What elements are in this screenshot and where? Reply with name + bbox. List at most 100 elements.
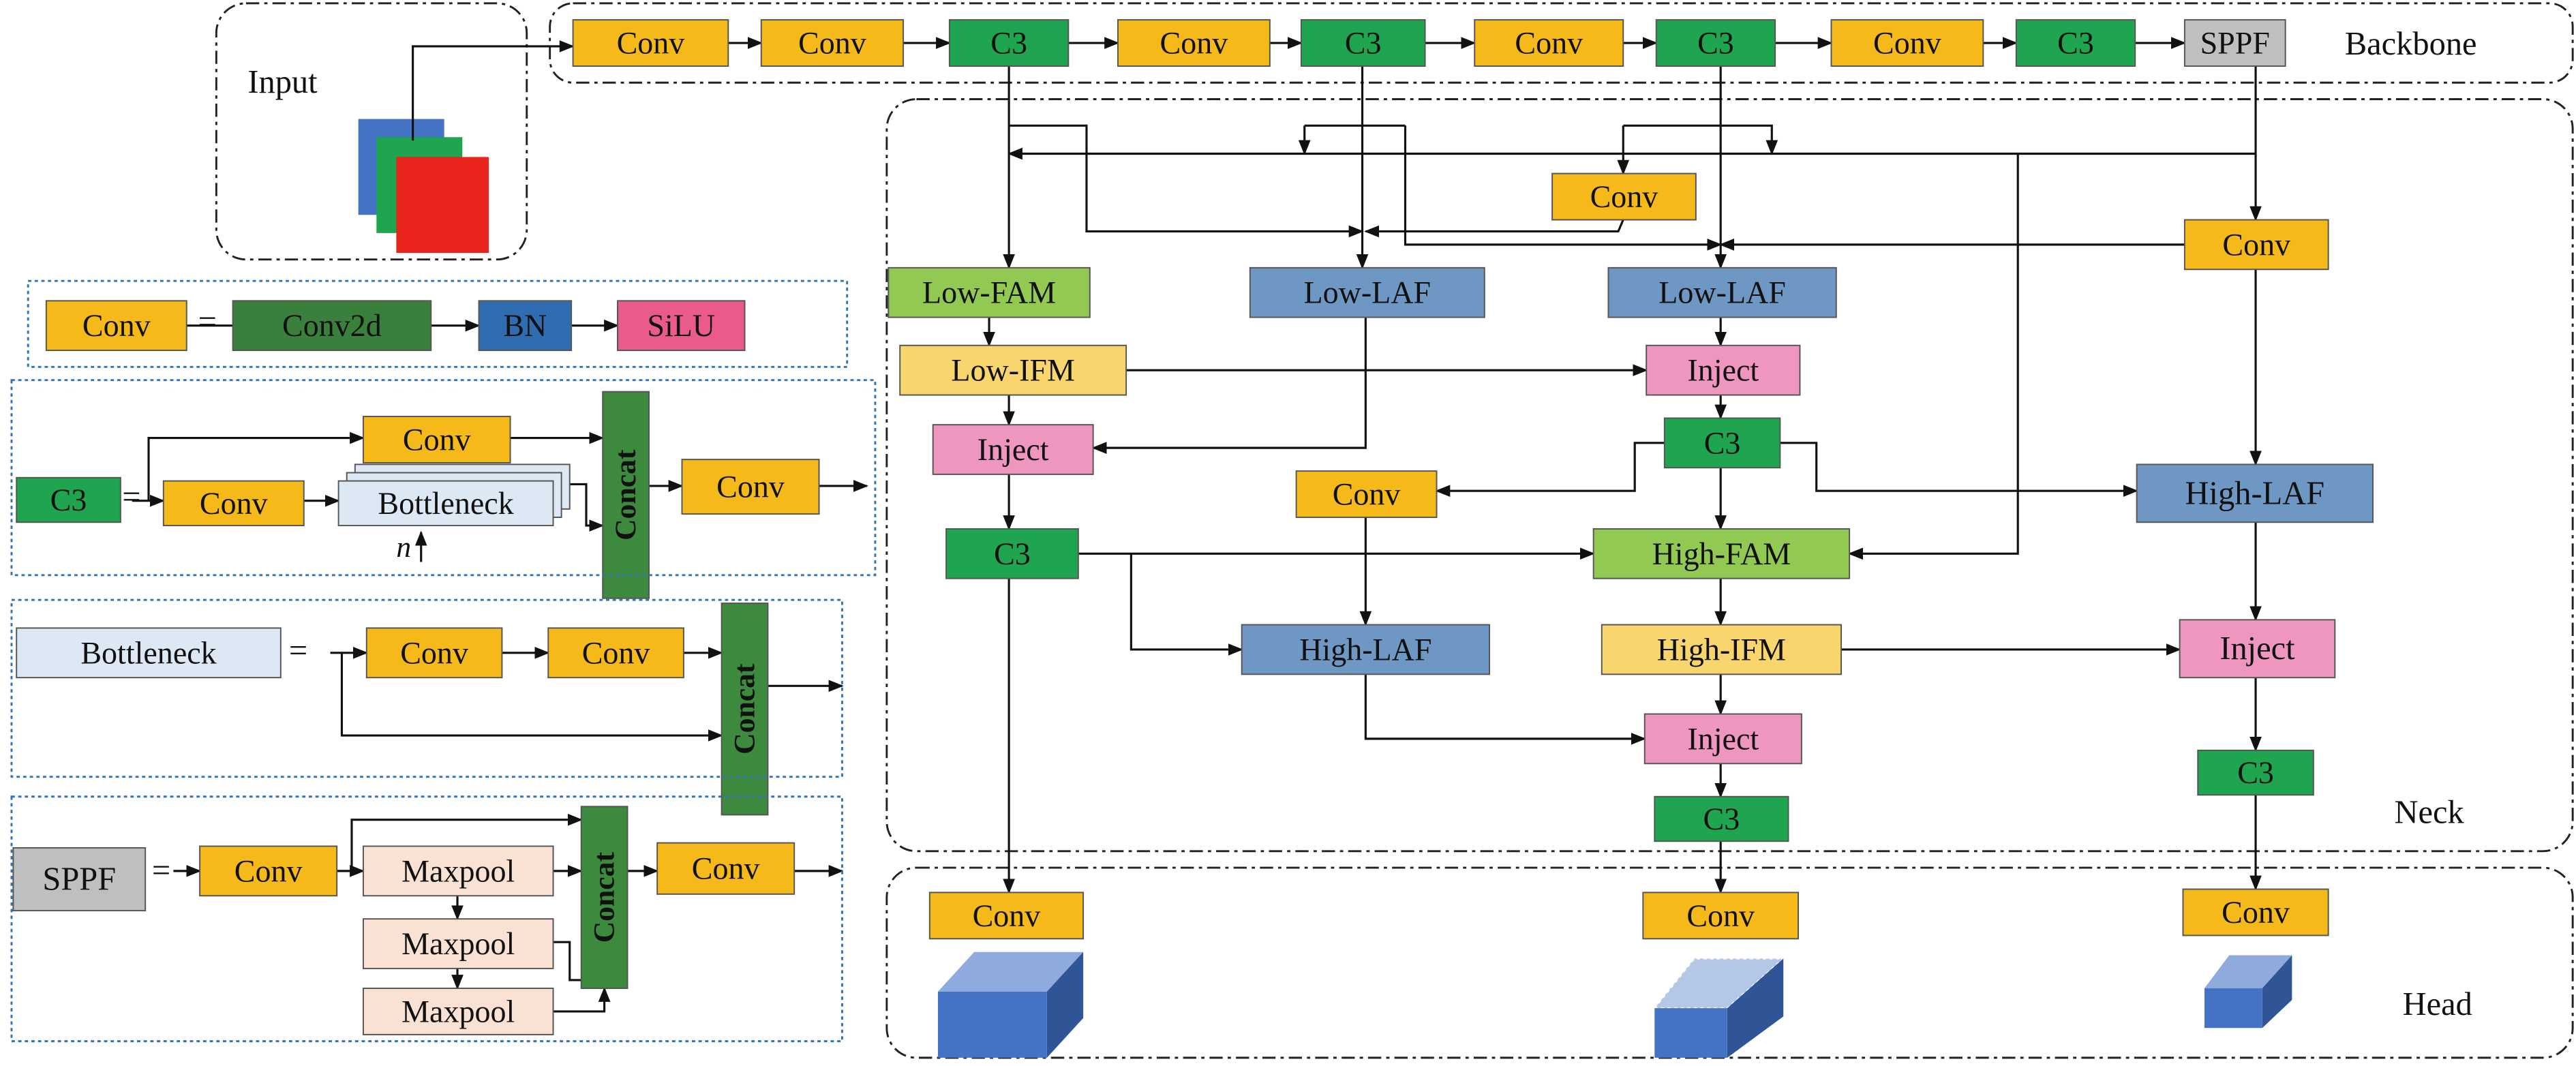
legend-sppf-conv-out-box bbox=[656, 842, 795, 895]
backbone-c3-3-label: C3 bbox=[1697, 26, 1734, 61]
backbone-conv-5-label: Conv bbox=[1873, 26, 1942, 61]
neck-c3-1-box bbox=[945, 528, 1079, 579]
neck-c3-2-box bbox=[1663, 417, 1781, 469]
legend-c3-conv-b-box bbox=[362, 416, 511, 463]
low-laf-2-label: Low-LAF bbox=[1658, 275, 1786, 310]
head-conv-1: Conv bbox=[928, 892, 1085, 940]
legend-maxpool-2: Maxpool bbox=[362, 918, 554, 969]
legend-c3-label: C3 bbox=[50, 483, 87, 517]
neck-conv-right-box bbox=[2183, 219, 2329, 271]
input-label: Input bbox=[247, 64, 318, 100]
inject-4-box bbox=[2179, 619, 2336, 679]
connector-arrow-20 bbox=[1623, 124, 1778, 155]
inject-2-box bbox=[1646, 344, 1801, 396]
legend-sppf-concat: Concat bbox=[580, 806, 628, 990]
legend-silu-box bbox=[617, 300, 746, 352]
neck-c3-4: C3 bbox=[2197, 749, 2314, 796]
backbone-conv-3: Conv bbox=[1117, 19, 1271, 67]
low-ifm: Low-IFM bbox=[899, 344, 1127, 396]
connector-arrow-39 bbox=[1780, 442, 2138, 497]
legend-maxpool-2-box bbox=[362, 918, 554, 969]
backbone-conv-2: Conv bbox=[760, 19, 905, 67]
legend-maxpool-3: Maxpool bbox=[362, 988, 554, 1035]
backbone-sppf-box bbox=[2183, 19, 2286, 67]
backbone-c3-3-box bbox=[1655, 19, 1776, 67]
input-red-channel bbox=[396, 157, 489, 253]
backbone-conv-5-box bbox=[1830, 19, 1984, 67]
legend-maxpool-1-box bbox=[362, 845, 554, 897]
legend-c3-bottleneck-box bbox=[337, 480, 554, 527]
low-fam: Low-FAM bbox=[888, 266, 1091, 318]
legend-bottleneck-concat-box bbox=[721, 603, 769, 816]
legend-conv-label: Conv bbox=[82, 308, 151, 343]
head-label: Head bbox=[2403, 986, 2472, 1022]
legend-silu-label: SiLU bbox=[647, 308, 715, 343]
low-ifm-box bbox=[899, 344, 1127, 396]
legend-c3-conv-a: Conv bbox=[162, 480, 305, 527]
legend-bottleneck-conv-a-box bbox=[365, 627, 503, 679]
repeat-count-n: n bbox=[396, 531, 411, 564]
neck-c3-3: C3 bbox=[1654, 795, 1789, 842]
backbone-conv-4: Conv bbox=[1474, 19, 1624, 67]
connector-arrow-63 bbox=[340, 652, 723, 742]
inject-1-box bbox=[932, 424, 1094, 475]
legend-bottleneck-concat: Concat bbox=[721, 603, 769, 816]
sppf-definition-panel bbox=[10, 795, 843, 1043]
legend-bn-label: BN bbox=[503, 308, 547, 343]
high-ifm-box bbox=[1601, 624, 1842, 675]
head-conv-3-label: Conv bbox=[2222, 895, 2290, 930]
neck-c3-1-label: C3 bbox=[994, 536, 1031, 571]
inject-1-label: Inject bbox=[978, 432, 1049, 467]
neck-conv-right: Conv bbox=[2183, 219, 2329, 271]
neck-c3-2: C3 bbox=[1663, 417, 1781, 469]
head-conv-3: Conv bbox=[2182, 888, 2329, 936]
legend-c3-concat-label: Concat bbox=[609, 449, 642, 540]
inject-3: Inject bbox=[1643, 713, 1802, 765]
inject-4: Inject bbox=[2179, 619, 2336, 679]
legend-maxpool-1-label: Maxpool bbox=[401, 853, 515, 888]
connector-arrow-38 bbox=[1435, 442, 1665, 497]
backbone-conv-3-box bbox=[1117, 19, 1271, 67]
legend-bottleneck-conv-b-label: Conv bbox=[582, 635, 651, 670]
head-conv-3-box bbox=[2182, 888, 2329, 936]
high-laf-1-label: High-LAF bbox=[2185, 475, 2325, 511]
connector-arrow-24 bbox=[1847, 153, 2019, 560]
head-conv-1-box bbox=[928, 892, 1085, 940]
neck-frame bbox=[885, 98, 2574, 853]
backbone-c3-3: C3 bbox=[1655, 19, 1776, 67]
backbone-conv-1: Conv bbox=[572, 19, 729, 67]
legend-c3-bottleneck-label: Bottleneck bbox=[378, 486, 514, 521]
neck-label: Neck bbox=[2395, 795, 2465, 831]
backbone-c3-2: C3 bbox=[1300, 19, 1426, 67]
legend-bottleneck-conv-a: Conv bbox=[365, 627, 503, 679]
connector-arrow-1 bbox=[412, 40, 575, 141]
backbone-conv-4-label: Conv bbox=[1515, 26, 1584, 61]
neck-conv-mid-label: Conv bbox=[1590, 179, 1659, 214]
equals-sign-1: = bbox=[198, 303, 217, 339]
high-ifm: High-IFM bbox=[1601, 624, 1842, 675]
high-laf-1: High-LAF bbox=[2136, 463, 2374, 523]
neck-c3-3-label: C3 bbox=[1703, 802, 1740, 836]
connector-arrow-22 bbox=[1364, 219, 1624, 238]
backbone-conv-5: Conv bbox=[1830, 19, 1984, 67]
neck-c3-3-box bbox=[1654, 795, 1789, 842]
backbone-conv-4-box bbox=[1474, 19, 1624, 67]
equals-sign-2: = bbox=[122, 478, 140, 515]
legend-c3-conv-out: Conv bbox=[681, 459, 820, 515]
head-output-cube-large bbox=[937, 951, 1084, 1058]
backbone-c3-4: C3 bbox=[2015, 19, 2136, 67]
low-laf-1-label: Low-LAF bbox=[1303, 275, 1431, 310]
inject-4-label: Inject bbox=[2219, 630, 2295, 667]
neck-conv-low-label: Conv bbox=[1333, 477, 1401, 512]
connector-arrow-43 bbox=[1364, 674, 1646, 745]
legend-bn-box bbox=[478, 300, 573, 352]
backbone-conv-3-label: Conv bbox=[1160, 26, 1229, 61]
legend-bottleneck: Bottleneck bbox=[16, 627, 282, 679]
backbone-sppf: SPPF bbox=[2183, 19, 2286, 67]
legend-conv2d: Conv2d bbox=[232, 300, 432, 352]
backbone-conv-1-label: Conv bbox=[617, 26, 686, 61]
connector-arrow-42 bbox=[1130, 553, 1243, 656]
neck-c3-4-box bbox=[2197, 749, 2314, 796]
